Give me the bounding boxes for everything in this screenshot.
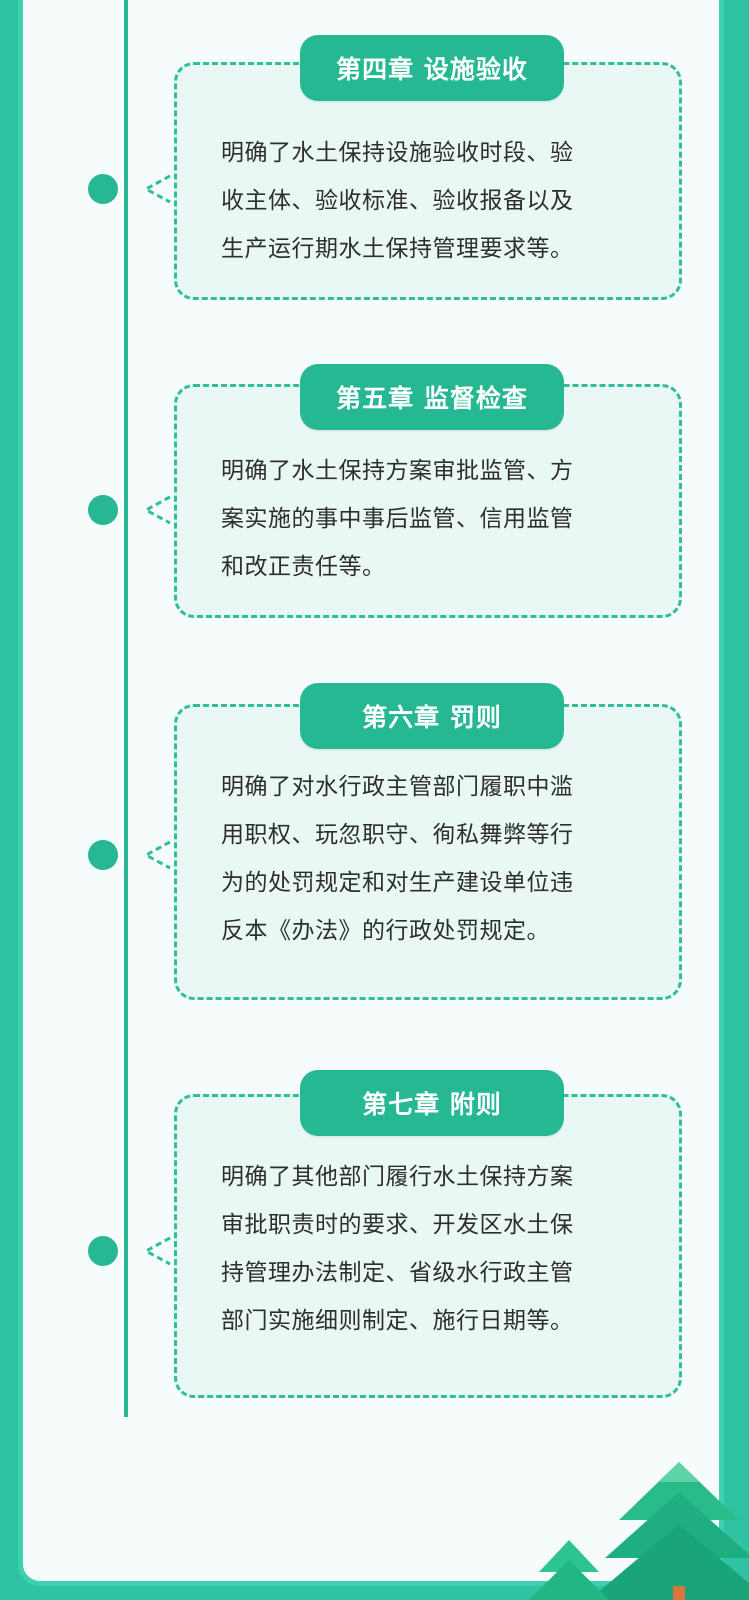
- chapter-5-line-2: 案实施的事中事后监管、信用监管: [221, 506, 574, 532]
- pointer-arrow-6: [142, 840, 171, 870]
- chapter-6-line-2: 用职权、玩忽职守、徇私舞弊等行: [221, 822, 574, 848]
- chapter-4-line-3: 生产运行期水土保持管理要求等。: [221, 236, 574, 262]
- pine-trees-decoration: [529, 1462, 749, 1600]
- chapter-7-title: 第七章 附则: [300, 1070, 564, 1136]
- timeline-line: [124, 0, 128, 1417]
- chapter-5-title: 第五章 监督检查: [300, 364, 564, 430]
- chapter-6-line-1: 明确了对水行政主管部门履职中滥: [221, 774, 574, 800]
- chapter-5-line-1: 明确了水土保持方案审批监管、方: [221, 458, 574, 484]
- chapter-7-line-3: 持管理办法制定、省级水行政主管: [221, 1260, 574, 1286]
- chapter-6-line-3: 为的处罚规定和对生产建设单位违: [221, 870, 574, 896]
- pointer-arrow-4: [142, 174, 171, 204]
- chapter-7-line-1: 明确了其他部门履行水土保持方案: [221, 1164, 574, 1190]
- chapter-4-title: 第四章 设施验收: [300, 35, 564, 101]
- chapter-5-description: 明确了水土保持方案审批监管、方 案实施的事中事后监管、信用监管 和改正责任等。: [221, 447, 649, 591]
- chapter-4-description: 明确了水土保持设施验收时段、验 收主体、验收标准、验收报备以及 生产运行期水土保…: [221, 129, 649, 273]
- pointer-arrow-5: [142, 495, 171, 525]
- chapter-4-line-1: 明确了水土保持设施验收时段、验: [221, 140, 574, 166]
- timeline-dot-4: [88, 174, 118, 204]
- timeline-dot-6: [88, 840, 118, 870]
- chapter-7-line-2: 审批职责时的要求、开发区水土保: [221, 1212, 574, 1238]
- chapter-card-6: 明确了对水行政主管部门履职中滥 用职权、玩忽职守、徇私舞弊等行 为的处罚规定和对…: [174, 704, 682, 1000]
- chapter-7-description: 明确了其他部门履行水土保持方案 审批职责时的要求、开发区水土保 持管理办法制定、…: [221, 1153, 649, 1345]
- chapter-5-line-3: 和改正责任等。: [221, 554, 386, 580]
- chapter-6-description: 明确了对水行政主管部门履职中滥 用职权、玩忽职守、徇私舞弊等行 为的处罚规定和对…: [221, 763, 649, 955]
- timeline-dot-5: [88, 495, 118, 525]
- chapter-card-7: 明确了其他部门履行水土保持方案 审批职责时的要求、开发区水土保 持管理办法制定、…: [174, 1094, 682, 1398]
- chapter-card-4: 明确了水土保持设施验收时段、验 收主体、验收标准、验收报备以及 生产运行期水土保…: [174, 62, 682, 300]
- chapter-6-line-4: 反本《办法》的行政处罚规定。: [221, 918, 550, 944]
- chapter-7-line-4: 部门实施细则制定、施行日期等。: [221, 1308, 574, 1334]
- chapter-6-title: 第六章 罚则: [300, 683, 564, 749]
- chapter-4-line-2: 收主体、验收标准、验收报备以及: [221, 188, 574, 214]
- timeline-dot-7: [88, 1236, 118, 1266]
- pointer-arrow-7: [142, 1236, 171, 1266]
